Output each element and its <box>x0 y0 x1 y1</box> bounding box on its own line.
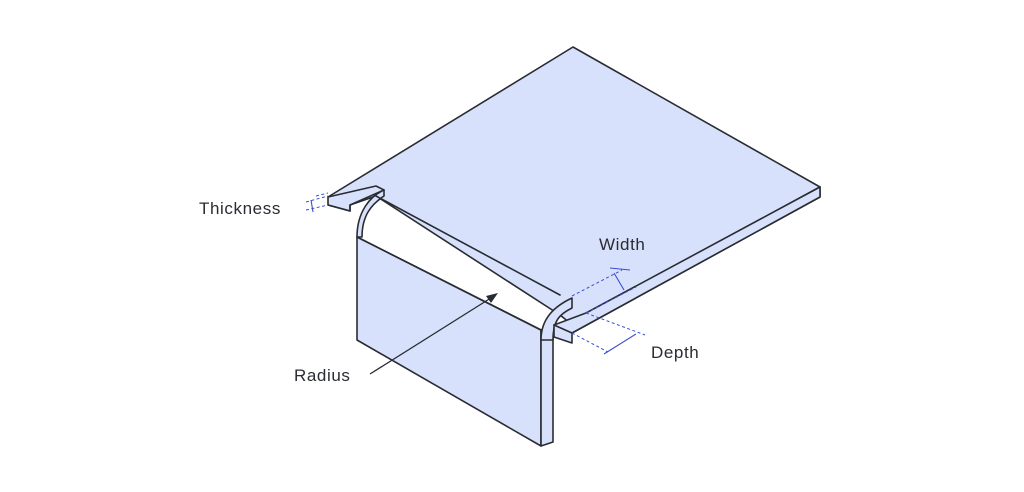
bend-top-line <box>375 195 561 296</box>
depth-dimension <box>571 312 646 355</box>
bend-tangent-line <box>356 236 542 331</box>
radius-label: Radius <box>294 366 351 385</box>
radius-leader <box>369 293 498 375</box>
width-label: Width <box>599 235 646 254</box>
thickness-label: Thickness <box>199 199 281 218</box>
width-dimension <box>571 267 637 314</box>
left-tab-edge <box>327 204 351 212</box>
vertical-flange-edge <box>540 329 554 447</box>
depth-label: Depth <box>651 343 700 362</box>
left-bend-radius <box>356 189 385 238</box>
right-bend-radius <box>540 297 573 341</box>
right-tab <box>553 186 821 344</box>
thickness-dimension <box>305 192 329 213</box>
right-tab-top <box>553 324 573 334</box>
